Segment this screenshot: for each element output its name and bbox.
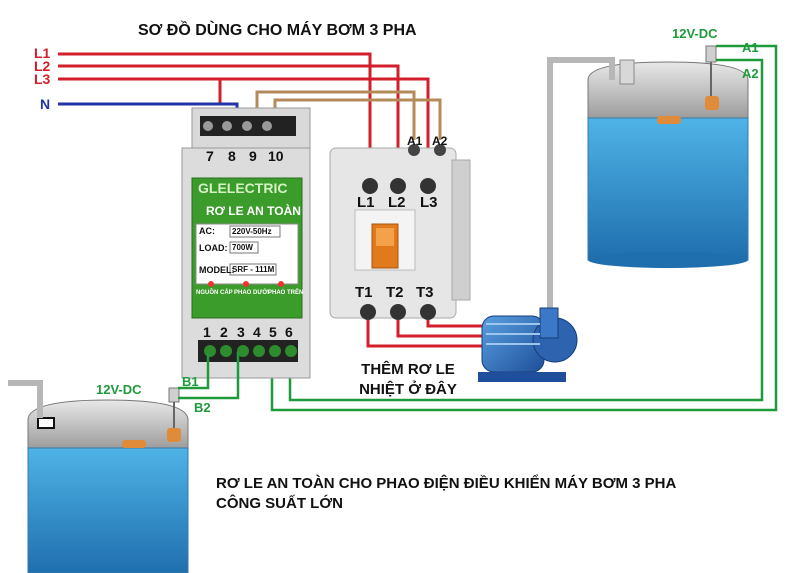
- relay-model-value: SRF - 111M: [232, 265, 275, 274]
- upper-tank-a1: A1: [742, 40, 759, 55]
- diagram-title: SƠ ĐỒ DÙNG CHO MÁY BƠM 3 PHA: [138, 22, 417, 39]
- upper-tank-voltage: 12V-DC: [672, 26, 718, 41]
- relay-top-terminal-7: 7: [206, 148, 214, 164]
- lower-float-switch: [122, 387, 181, 448]
- relay-bottom-terminal-4: 4: [253, 324, 261, 340]
- motor-wire-t2: [396, 320, 490, 338]
- relay-top-terminal-8: 8: [228, 148, 236, 164]
- lower-tank-b2: B2: [194, 400, 211, 415]
- lower-tank-voltage: 12V-DC: [96, 382, 142, 397]
- contactor-input-l2: L2: [388, 194, 406, 211]
- motor-wire-t1: [366, 320, 490, 348]
- contactor-input-l3: L3: [420, 194, 438, 211]
- wire-b1: [178, 352, 210, 390]
- upper-float-switch: [657, 45, 719, 124]
- caption: RƠ LE AN TOÀN CHO PHAO ĐIỆN ĐIỀU KHIỂN M…: [216, 474, 676, 514]
- supply-line-l3: [58, 77, 430, 178]
- caption-line-2: CÔNG SUẤT LỚN: [216, 495, 343, 512]
- lower-tank: [27, 399, 189, 573]
- note-line-1: THÊM RƠ LE: [361, 361, 455, 378]
- upper-tank: [587, 59, 749, 268]
- label-l1: L1: [34, 45, 51, 61]
- relay-model-label: MODEL:: [199, 265, 235, 275]
- relay-top-terminal-9: 9: [249, 148, 257, 164]
- label-l2: L2: [34, 58, 51, 74]
- relay-load-value: 700W: [232, 243, 253, 252]
- lower-pipe: [8, 380, 43, 418]
- relay-led-upper-label: PHAO TRÊN: [268, 290, 304, 296]
- relay-bottom-terminal-1: 1: [203, 324, 211, 340]
- supply-line-l3-relay: [218, 79, 222, 106]
- relay-bottom-terminal-5: 5: [269, 324, 277, 340]
- contactor-output-t1: T1: [355, 284, 373, 301]
- relay-bottom-terminal-2: 2: [220, 324, 228, 340]
- relay-led-lower-label: PHAO DƯỚI: [234, 290, 270, 296]
- relay-brand: GLELECTRIC: [198, 180, 288, 196]
- relay-ac-value: 220V-50Hz: [232, 227, 272, 236]
- label-l3: L3: [34, 71, 51, 87]
- caption-line-1: RƠ LE AN TOÀN CHO PHAO ĐIỆN ĐIỀU KHIỂN M…: [216, 475, 677, 492]
- contactor-input-l1: L1: [357, 194, 375, 211]
- safety-relay: [181, 107, 311, 379]
- lower-tank-b1: B1: [182, 374, 199, 389]
- wire-a1: [270, 44, 778, 412]
- contactor-output-t3: T3: [416, 284, 434, 301]
- supply-line-l2: [58, 64, 400, 178]
- relay-ac-label: AC:: [199, 226, 215, 236]
- relay-load-label: LOAD:: [199, 243, 228, 253]
- motor-wire-t3: [426, 320, 490, 328]
- contactor-a2: A2: [432, 134, 448, 148]
- relay-led-power-label: NGUỒN CẤP: [196, 290, 233, 296]
- supply-line-l1: [58, 52, 372, 178]
- pump-motor: [478, 307, 578, 382]
- upper-pipe: [547, 57, 615, 330]
- contactor: [329, 144, 471, 320]
- note-line-2: NHIỆT Ở ĐÂY: [359, 381, 457, 398]
- upper-tank-a2: A2: [742, 66, 759, 81]
- contactor-a1: A1: [407, 134, 423, 148]
- relay-top-terminal-10: 10: [268, 148, 284, 164]
- thermal-relay-note: THÊM RƠ LE NHIỆT Ở ĐÂY: [344, 360, 472, 400]
- relay-bottom-terminal-6: 6: [285, 324, 293, 340]
- contactor-output-t2: T2: [386, 284, 404, 301]
- coil-wire-a1: [255, 90, 416, 140]
- wire-b2: [178, 352, 240, 400]
- relay-name: RƠ LE AN TOÀN: [206, 204, 301, 218]
- relay-bottom-terminal-3: 3: [237, 324, 245, 340]
- wire-a2: [288, 58, 764, 402]
- label-n: N: [40, 96, 51, 112]
